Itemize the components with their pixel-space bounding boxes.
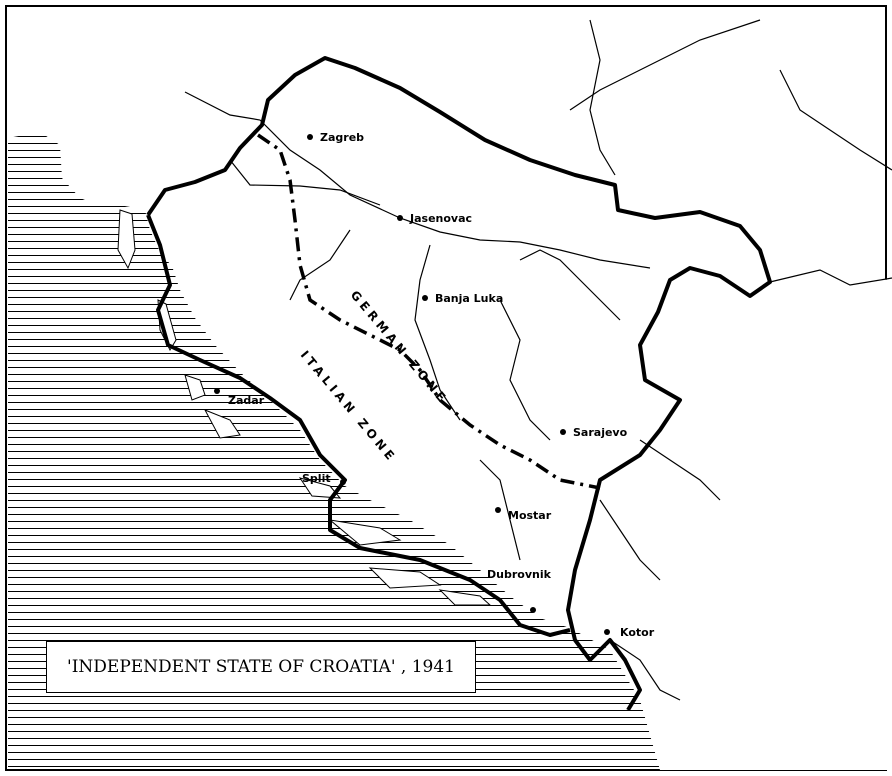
city-label-dubrovnik: Dubrovnik	[487, 568, 552, 581]
city-label-kotor: Kotor	[620, 626, 655, 639]
city-label-mostar: Mostar	[508, 509, 552, 522]
balkan-land	[145, 58, 890, 770]
city-markers	[214, 134, 610, 635]
city-dot-banja-luka	[422, 295, 428, 301]
map-title: 'INDEPENDENT STATE OF CROATIA' , 1941	[67, 657, 455, 677]
ndh-coast-border	[146, 214, 571, 637]
city-label-zadar: Zadar	[228, 394, 265, 407]
city-dot-dubrovnik	[530, 607, 536, 613]
city-dot-sarajevo	[560, 429, 566, 435]
city-dot-split	[340, 479, 346, 485]
adriatic-sea	[8, 132, 660, 770]
city-label-sarajevo: Sarajevo	[573, 426, 628, 439]
city-label-split: Split	[302, 472, 331, 485]
ndh-border	[146, 56, 772, 712]
city-dot-zadar	[214, 388, 220, 394]
zone-demarcation-line	[257, 133, 601, 490]
city-dot-zagreb	[307, 134, 313, 140]
map-title-box: 'INDEPENDENT STATE OF CROATIA' , 1941	[46, 641, 476, 693]
city-dot-jasenovac	[397, 215, 403, 221]
city-dot-mostar	[495, 507, 501, 513]
city-label-jasenovac: Jasenovac	[409, 212, 472, 225]
city-label-zagreb: Zagreb	[320, 131, 364, 144]
city-dot-kotor	[604, 629, 610, 635]
city-label-banja-luka: Banja Luka	[435, 292, 503, 305]
dalmatian-islands	[117, 209, 492, 606]
